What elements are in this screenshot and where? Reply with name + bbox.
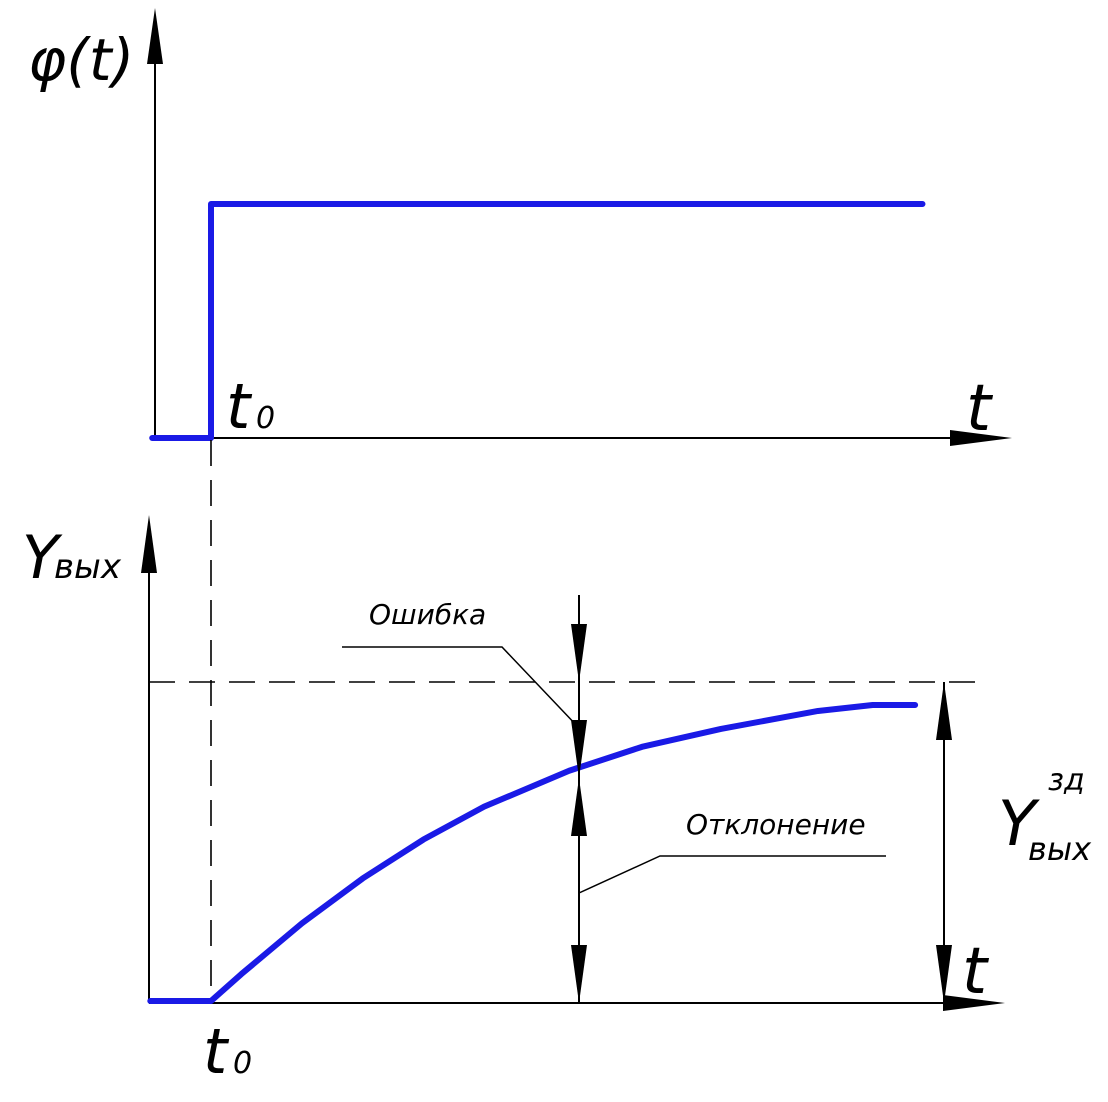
top-y-label: φ(t) xyxy=(28,26,134,94)
top-x-axis-arrow xyxy=(950,430,1012,446)
error-arrow-top xyxy=(571,624,587,682)
setpoint-arrow-bottom xyxy=(936,945,952,1003)
bottom-t0-sub: 0 xyxy=(233,1046,252,1081)
bottom-y-label-sub: вых xyxy=(54,547,122,587)
bottom-x-axis-arrow xyxy=(943,995,1005,1011)
setpoint-label-sub: вых xyxy=(1028,830,1092,868)
bottom-t0-label: t 0 xyxy=(203,1015,252,1088)
bottom-y-axis-arrow xyxy=(141,515,157,573)
bottom-y-label-main: Y xyxy=(22,523,63,593)
deviation-arrow-top xyxy=(571,720,587,778)
setpoint-arrow-top xyxy=(936,682,952,740)
bottom-t0-main: t xyxy=(203,1015,230,1088)
error-arrow-bottom xyxy=(571,778,587,836)
top-t0-main: t xyxy=(226,370,253,443)
deviation-label: Отклонение xyxy=(686,808,866,841)
error-leader-line xyxy=(342,646,580,729)
bottom-x-label: t xyxy=(962,935,990,1009)
setpoint-label-sup: зд xyxy=(1048,763,1085,798)
setpoint-label: Y зд вых xyxy=(998,763,1092,868)
output-response-curve xyxy=(147,701,919,1004)
setpoint-label-main: Y xyxy=(998,787,1040,860)
top-plot: φ(t) t t 0 xyxy=(28,8,1012,446)
deviation-arrow-bottom xyxy=(571,945,587,1003)
error-label: Ошибка xyxy=(369,598,486,631)
deviation-leader-line xyxy=(578,855,886,894)
top-t0-label: t 0 xyxy=(226,370,275,443)
bottom-plot: Y вых t t 0 Ошибка Отклонение Y зд вых xyxy=(22,515,1092,1088)
top-x-label: t xyxy=(966,372,994,446)
top-t0-sub: 0 xyxy=(256,401,275,436)
top-y-axis-arrow xyxy=(147,8,163,64)
bottom-y-label: Y вых xyxy=(22,523,122,593)
step-input-curve xyxy=(149,201,926,441)
